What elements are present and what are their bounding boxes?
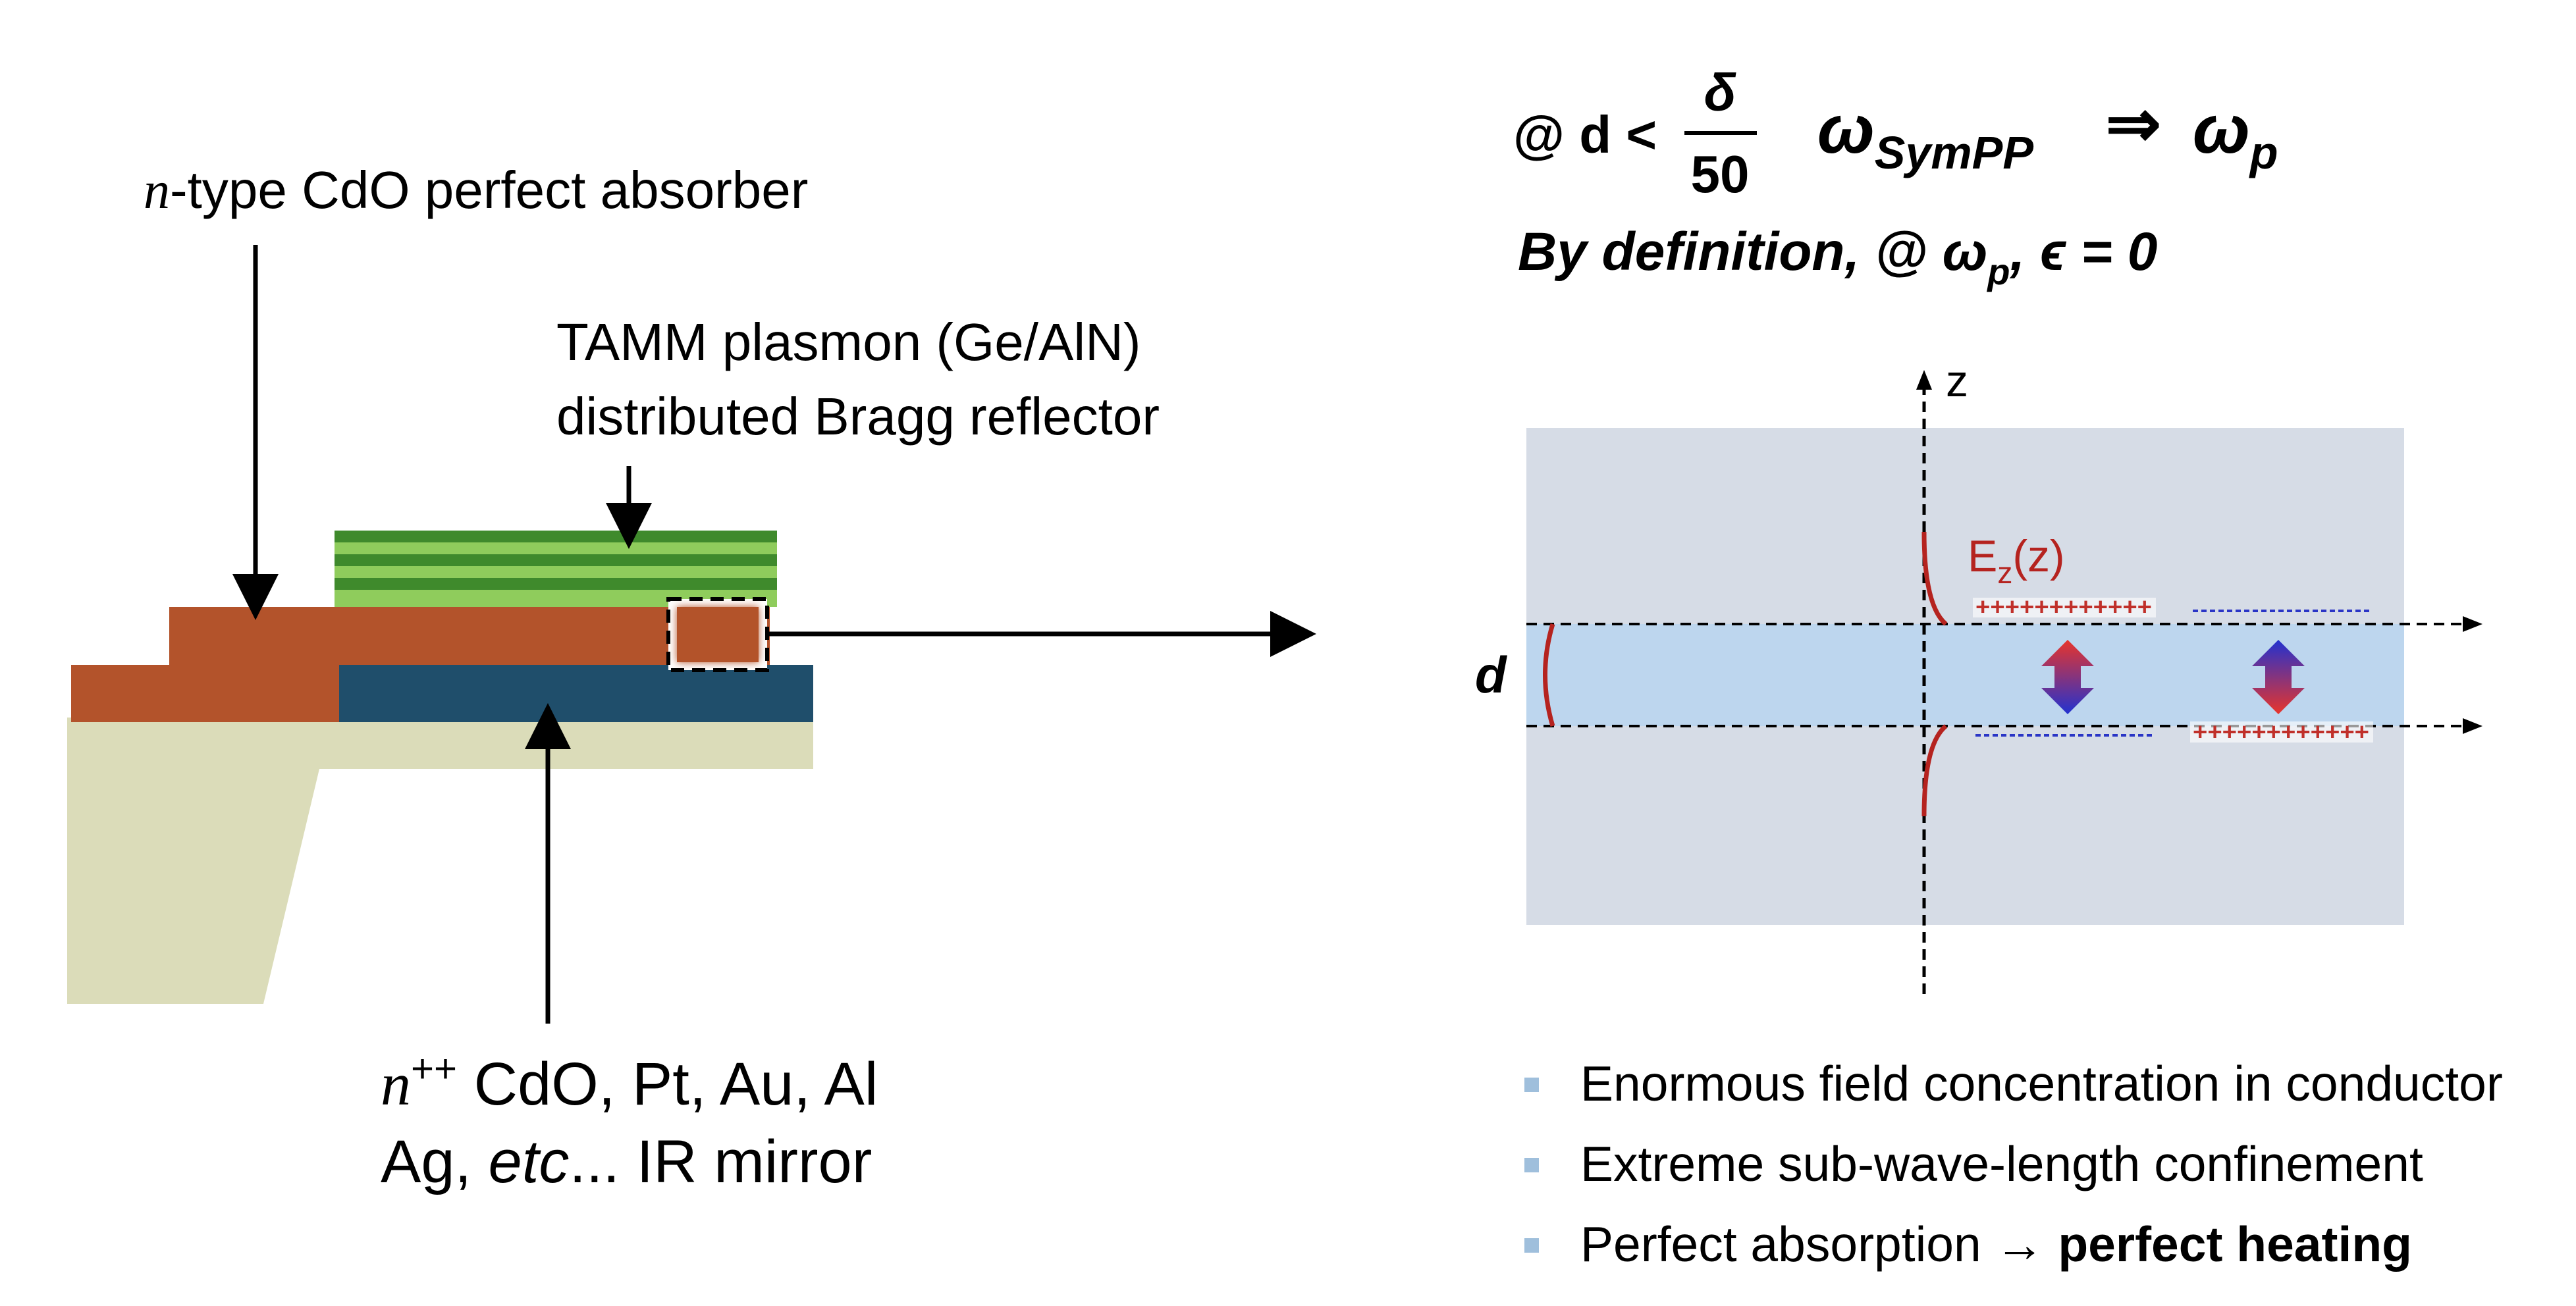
dbr-label-line2: distributed Bragg reflector — [556, 387, 1160, 446]
bullet-item: Extreme sub-wave-length confinement — [1524, 1124, 2503, 1204]
bullet-item: Perfect absorption → perfect heating — [1524, 1204, 2503, 1284]
svg-text:ωSymPP: ωSymPP — [1817, 91, 2033, 178]
svg-text:50: 50 — [1691, 145, 1750, 203]
svg-text:δ: δ — [1704, 63, 1736, 122]
svg-text:@ d <: @ d < — [1513, 105, 1657, 164]
bullet-square-icon — [1524, 1078, 1539, 1092]
mirror-label-line2: Ag, etc... IR mirror — [381, 1128, 872, 1195]
thickness-label: d — [1475, 646, 1507, 704]
bullet-square-icon — [1524, 1238, 1539, 1253]
dbr-label-line1: TAMM plasmon (Ge/AlN) — [556, 313, 1141, 371]
bullet-item: Enormous field concentration in conducto… — [1524, 1043, 2503, 1124]
ir-mirror-layer — [339, 665, 813, 722]
substrate — [67, 718, 813, 1004]
field-curve-bottom — [1921, 724, 1948, 817]
absorber-label: n-type CdO perfect absorber — [144, 161, 808, 220]
svg-text:ωp: ωp — [2193, 91, 2278, 178]
bullet-list: Enormous field concentration in conducto… — [1524, 1043, 2503, 1284]
dbr-stack — [335, 531, 777, 607]
absorber-bottom-layer — [71, 665, 342, 722]
svg-text:⇒: ⇒ — [2106, 87, 2161, 161]
field-diagram: z Ez(z) ++++++++++++ ++++++++++++ d — [1475, 356, 2482, 994]
plus-charges-right-bottom: ++++++++++++ — [2193, 718, 2369, 745]
dipole-arrow-right — [2252, 640, 2305, 714]
device-cross-section — [67, 245, 1316, 1024]
mirror-label-line1: n++ CdO, Pt, Au, Al — [381, 1047, 878, 1118]
equation-2: By definition, @ ωp, ϵ = 0 — [1518, 222, 2157, 292]
field-label: Ez(z) — [1968, 531, 2065, 590]
dipole-arrow-left — [2041, 640, 2094, 714]
z-axis-label: z — [1946, 356, 1968, 406]
field-curve-inside — [1543, 623, 1555, 727]
field-curve-top — [1921, 531, 1948, 626]
bullet-square-icon — [1524, 1158, 1539, 1172]
conductor-film — [1526, 624, 2404, 726]
plus-charges-left-top: ++++++++++++ — [1975, 593, 2152, 620]
equation-1: @ d < δ 50 ωSymPP ⇒ ωp — [1513, 63, 2278, 203]
